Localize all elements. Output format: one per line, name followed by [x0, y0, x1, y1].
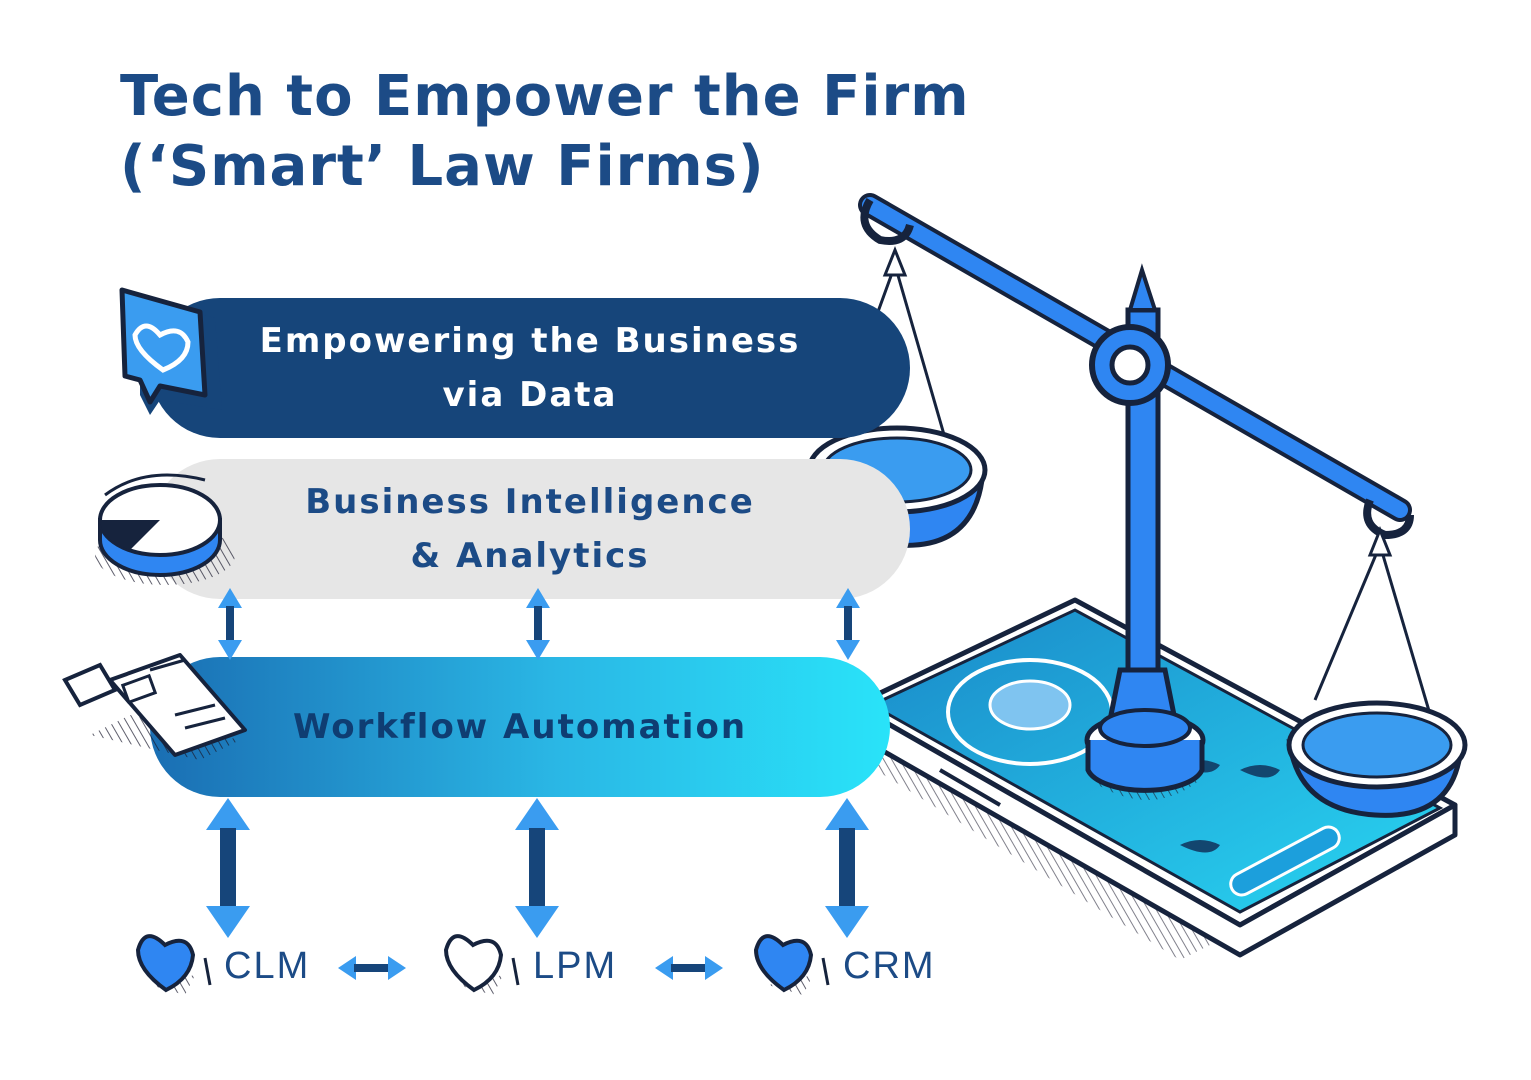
heart-icon: [135, 934, 212, 995]
title-line-1: Tech to Empower the Firm: [120, 64, 970, 129]
pie-chart-icon: [95, 473, 235, 585]
layer-workflow-automation: Workflow Automation: [150, 657, 890, 797]
page-title: Tech to Empower the Firm (‘Smart’ Law Fi…: [120, 62, 970, 202]
arrow-to-lpm: [515, 798, 559, 938]
arrow-to-crm: [825, 798, 869, 938]
scales-of-justice-icon: [806, 193, 1468, 818]
system-lpm-label: LPM: [533, 945, 618, 987]
document-icon: [62, 653, 247, 760]
title-line-2: (‘Smart’ Law Firms): [120, 134, 765, 199]
layer-2-line-2: & Analytics: [410, 536, 650, 576]
layer-1-line-2: via Data: [442, 375, 618, 415]
arrow-mid-short: [526, 588, 550, 660]
arrow-left-short: [218, 588, 242, 660]
layer-3-line-1: Workflow Automation: [292, 707, 748, 747]
arrow-clm-lpm: [338, 956, 406, 980]
layer-empowering-business: Empowering the Business via Data: [150, 298, 910, 438]
arrow-right-short: [836, 588, 860, 660]
heart-icon: [753, 934, 830, 995]
arrows-between-systems: [338, 956, 723, 980]
arrows-workflow-systems: [206, 798, 869, 938]
system-clm-label: CLM: [224, 945, 311, 987]
layer-2-line-1: Business Intelligence: [305, 482, 755, 522]
layer-1-line-1: Empowering the Business: [259, 321, 801, 361]
system-crm-label: CRM: [843, 945, 936, 987]
layer-business-intelligence: Business Intelligence & Analytics: [150, 459, 910, 599]
arrow-lpm-crm: [655, 956, 723, 980]
arrows-bi-workflow: [218, 588, 860, 660]
heart-icon: [443, 934, 520, 995]
arrow-to-clm: [206, 798, 250, 938]
heart-speech-bubble-icon: [119, 287, 222, 415]
